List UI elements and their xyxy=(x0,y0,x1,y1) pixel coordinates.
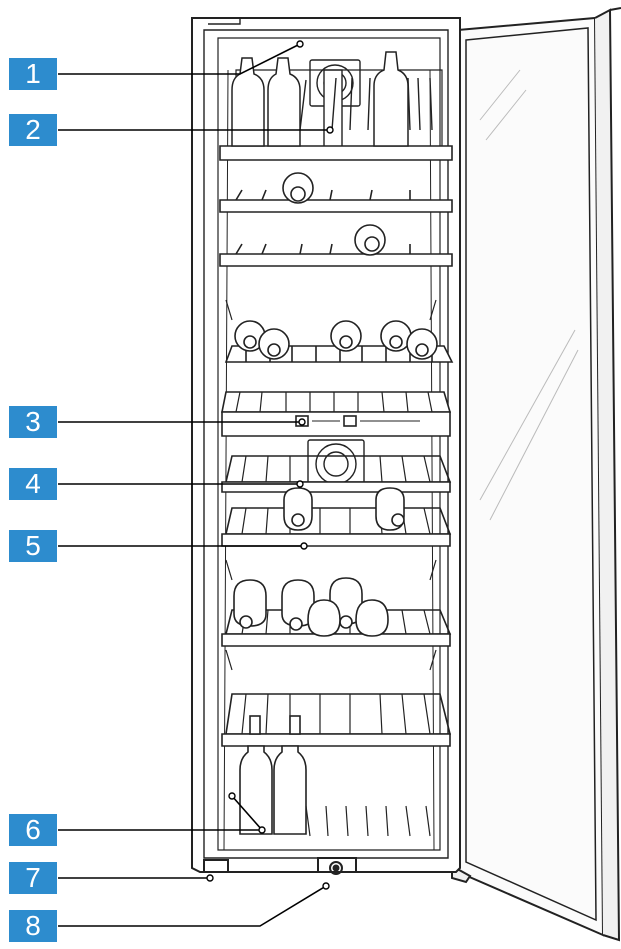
callout-1: 1 xyxy=(9,58,57,90)
callout-5: 5 xyxy=(9,530,57,562)
callout-8: 8 xyxy=(9,910,57,942)
control-panel xyxy=(222,392,450,436)
callout-4: 4 xyxy=(9,468,57,500)
callout-3: 3 xyxy=(9,406,57,438)
callout-2: 2 xyxy=(9,114,57,146)
callout-6: 6 xyxy=(9,814,57,846)
callout-7: 7 xyxy=(9,862,57,894)
